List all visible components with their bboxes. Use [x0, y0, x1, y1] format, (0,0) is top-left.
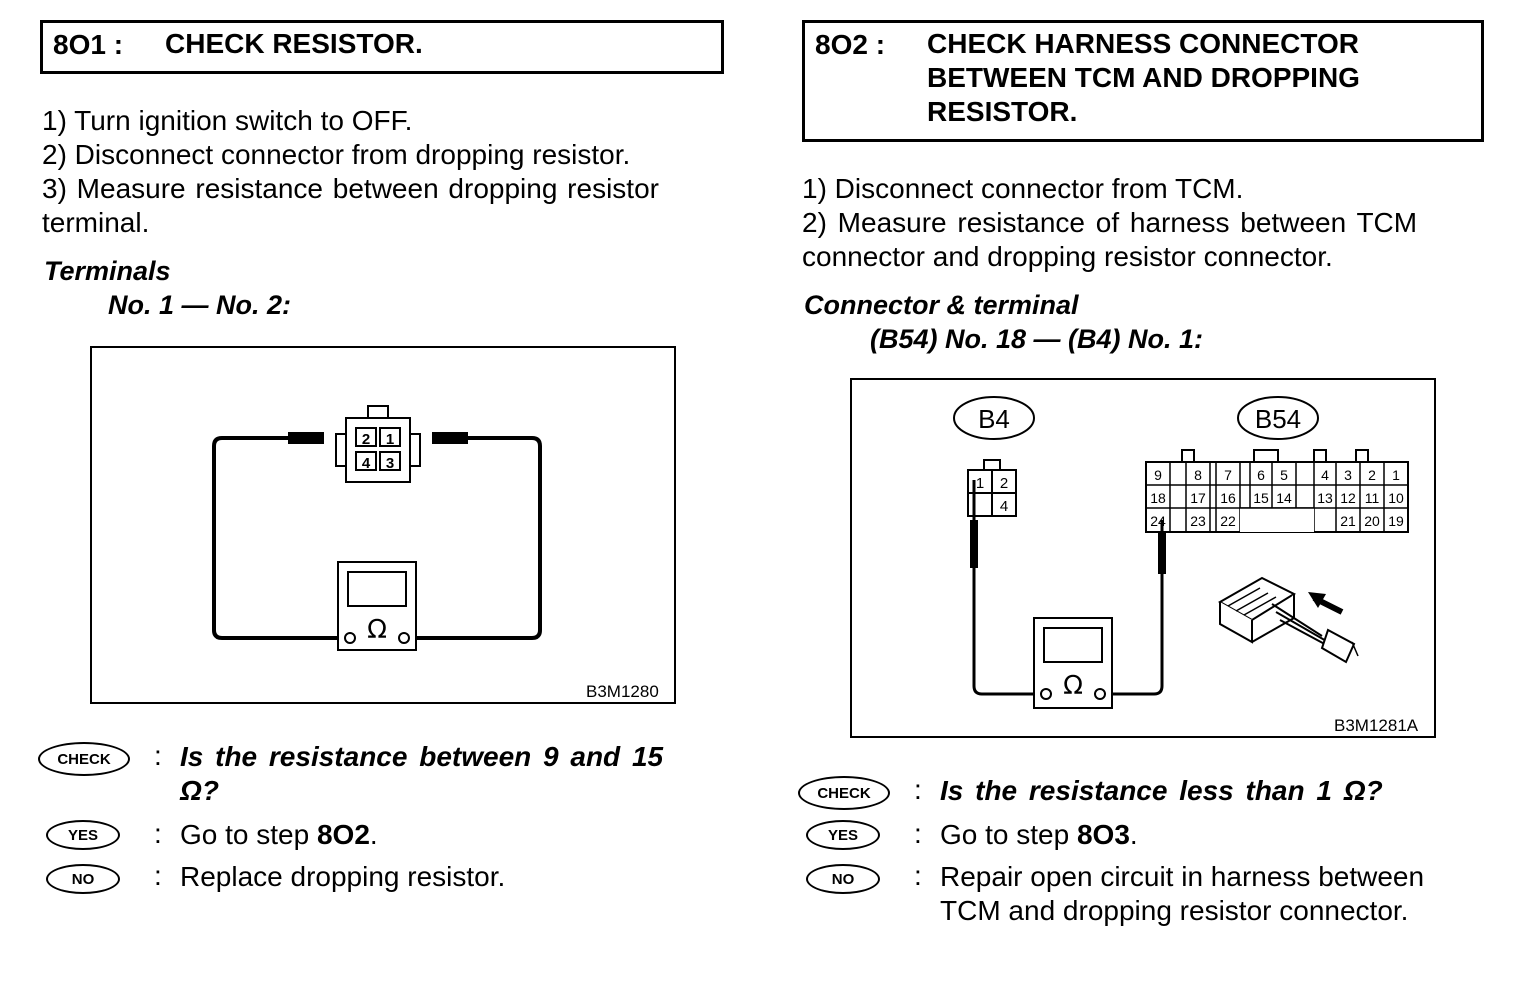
yes-answer-suffix: . — [1129, 819, 1138, 850]
yes-answer: Go to step 8O3. — [940, 818, 1138, 852]
pin-label: 2 — [362, 431, 370, 448]
colon: : — [914, 860, 922, 891]
no-answer-cont: TCM and dropping resistor connector. — [940, 895, 1409, 926]
yes-badge: YES — [806, 820, 880, 850]
instruction-1: 1) Turn ignition switch to OFF. — [42, 105, 413, 136]
step-title-line-2: BETWEEN TCM AND DROPPING — [927, 62, 1360, 93]
figure-id: B3M1281A — [1334, 716, 1419, 735]
no-answer: Replace dropping resistor. — [180, 861, 506, 892]
yes-badge: YES — [46, 820, 120, 850]
figure-harness-diagram: B4 B54 1 2 4 — [850, 378, 1436, 738]
check-question-cont: Ω? — [180, 775, 219, 806]
ohm-symbol: Ω — [1063, 671, 1083, 701]
yes-step-ref: 8O3 — [1076, 819, 1130, 850]
b54-pin: 19 — [1388, 513, 1404, 529]
yes-answer-text: Go to step — [940, 819, 1077, 850]
instruction-2: 2) Measure resistance of harness between… — [802, 207, 1418, 238]
b4-connector: 1 2 4 — [967, 459, 1017, 517]
b4-label: B4 — [978, 404, 1010, 434]
figure-id: B3M1280 — [586, 682, 659, 701]
colon: : — [154, 818, 162, 849]
instruction-3: 3) Measure resistance between dropping r… — [42, 173, 659, 204]
pin-label: 1 — [386, 431, 394, 448]
ohm-symbol: Ω — [367, 615, 387, 645]
ohmmeter-icon: Ω — [337, 561, 417, 651]
b54-pin: 2 — [1368, 467, 1376, 483]
pin-label: 3 — [386, 455, 394, 472]
no-badge: NO — [806, 864, 880, 894]
step-title-line-3: RESISTOR. — [927, 96, 1078, 127]
colon: : — [914, 818, 922, 849]
b54-pin: 8 — [1194, 467, 1202, 483]
step-title: CHECK RESISTOR. — [165, 28, 423, 59]
b54-pin-labels: 9 8 7 6 5 4 3 2 1 18 17 16 15 14 13 12 1… — [1150, 467, 1404, 529]
no-answer: Repair open circuit in harness between — [940, 861, 1425, 892]
terminals-value: No. 1 — No. 2: — [108, 290, 292, 320]
b54-pin: 18 — [1150, 490, 1166, 506]
terminals-label: Terminals — [44, 256, 171, 286]
b54-pin: 12 — [1340, 490, 1356, 506]
pin-label: 4 — [362, 455, 371, 472]
instruction-3-cont: terminal. — [42, 207, 150, 238]
b54-pin: 14 — [1276, 490, 1292, 506]
instruction-2: 2) Disconnect connector from dropping re… — [42, 139, 631, 170]
check-question: Is the resistance between 9 and 15 — [180, 741, 664, 772]
harness-circuit-drawing: B4 B54 1 2 4 — [953, 396, 1409, 709]
b54-pin: 11 — [1365, 490, 1380, 506]
check-badge: CHECK — [38, 742, 130, 776]
b4-pin: 1 — [976, 475, 984, 492]
resistor-circuit-drawing: 2 1 4 3 Ω — [212, 405, 542, 651]
b54-connector — [1145, 449, 1409, 533]
b54-label: B54 — [1255, 404, 1301, 434]
colon: : — [154, 740, 162, 771]
check-question: Is the resistance less than 1 Ω? — [940, 775, 1383, 806]
connector-probe-sketch — [1217, 576, 1359, 664]
yes-answer: Go to step 8O2. — [180, 818, 378, 852]
b54-pin: 7 — [1224, 467, 1232, 483]
connector-terminal-value: (B54) No. 18 — (B4) No. 1: — [870, 324, 1204, 354]
b54-pin: 9 — [1154, 467, 1162, 483]
b54-pin: 1 — [1392, 467, 1400, 483]
step-801-header: 8O1 : CHECK RESISTOR. — [40, 20, 724, 74]
figure-resistor-diagram: 2 1 4 3 Ω B3M1280 — [90, 346, 676, 704]
b54-pin: 20 — [1364, 513, 1380, 529]
b54-pin: 13 — [1317, 490, 1333, 506]
yes-answer-suffix: . — [369, 819, 378, 850]
colon: : — [914, 774, 922, 805]
step-802-header: 8O2 : CHECK HARNESS CONNECTOR BETWEEN TC… — [802, 20, 1484, 142]
yes-answer-text: Go to step — [180, 819, 317, 850]
b4-pin: 4 — [1000, 498, 1008, 515]
step-title-line-1: CHECK HARNESS CONNECTOR — [927, 28, 1359, 59]
check-badge: CHECK — [798, 776, 890, 810]
ohmmeter-icon: Ω — [1033, 617, 1113, 709]
yes-step-ref: 8O2 — [316, 819, 370, 850]
b54-pin: 17 — [1190, 490, 1206, 506]
b54-pin: 23 — [1190, 513, 1206, 529]
no-badge: NO — [46, 864, 120, 894]
b54-pin: 4 — [1321, 467, 1329, 483]
b4-pin: 2 — [1000, 475, 1008, 492]
b54-pin: 24 — [1150, 513, 1166, 529]
connector-terminal-label: Connector & terminal — [804, 290, 1079, 320]
b54-pin: 6 — [1257, 467, 1265, 483]
b54-pin: 22 — [1220, 513, 1236, 529]
b54-pin: 5 — [1280, 467, 1288, 483]
instruction-2-cont: connector and dropping resistor connecto… — [802, 241, 1333, 272]
b54-pin: 21 — [1340, 513, 1356, 529]
b54-pin: 16 — [1220, 490, 1236, 506]
b54-pin: 15 — [1253, 490, 1269, 506]
step-number: 8O1 : — [53, 29, 124, 60]
step-number: 8O2 : — [815, 29, 886, 60]
instruction-1: 1) Disconnect connector from TCM. — [802, 173, 1244, 204]
colon: : — [154, 860, 162, 891]
b54-pin: 3 — [1344, 467, 1352, 483]
b54-pin: 10 — [1388, 490, 1404, 506]
